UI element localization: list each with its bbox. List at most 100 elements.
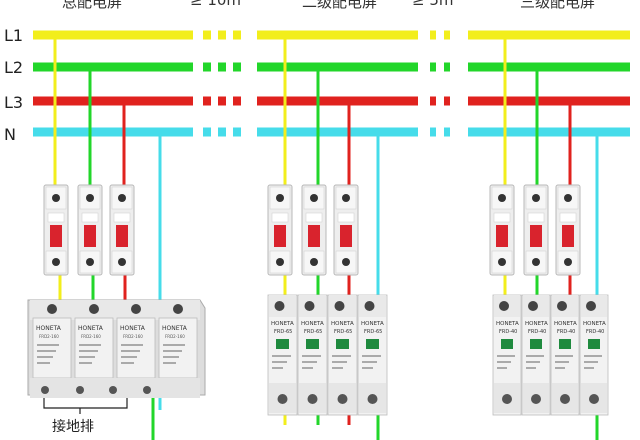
breaker-stage2-2-toggle [308, 225, 320, 247]
breaker-stage1-1-toggle [50, 225, 62, 247]
spd-stage1-module-3-model: FRD2-160 [123, 334, 143, 339]
spd-stage1-module-2-screw [89, 304, 99, 314]
spd-stage1-module-4-spec-3 [163, 362, 176, 364]
spd-stage1-module-3-screw [131, 304, 141, 314]
spd-stage1-module-1-screw [47, 304, 57, 314]
breaker-stage1-1 [43, 184, 69, 276]
bus-bar-l1-segment-4 [257, 30, 418, 40]
spd-stage3-module-2-bottom-screw [531, 394, 541, 404]
spd-stage3-module-3-top-screw [557, 301, 567, 311]
spd-stage2-module-2-brand: HONETA [301, 321, 324, 327]
bus-bar-n-segment-7 [468, 127, 630, 137]
breaker-stage3-3-label-plate [559, 212, 577, 223]
breaker-stage2-1-top-screw [276, 194, 284, 202]
bus-bar-l1-segment-2 [218, 30, 226, 40]
spd-stage3-module-1-spec-1 [497, 361, 511, 363]
spd-stage3-module-4-spec-2 [584, 367, 594, 369]
spd-stage2-module-2-spec-0 [302, 355, 321, 357]
breaker-stage2-2 [301, 184, 327, 276]
breaker-stage3-1-label-plate [493, 212, 511, 223]
spd-stage3-module-4-spec-0 [584, 355, 602, 357]
line-label-n: N [4, 125, 16, 144]
bus-bar-n-segment-4 [257, 127, 418, 137]
bus-bar-n-segment-5 [430, 127, 436, 137]
spd-stage3-module-4-status-window [588, 339, 600, 349]
breaker-stage1-3-bottom-screw [118, 258, 126, 266]
breaker-stage1-2-toggle [84, 225, 96, 247]
spd-stage3-module-2-spec-0 [526, 355, 544, 357]
spd-stage2-module-2-spec-1 [302, 361, 317, 363]
spd-stage2-module-4-spec-0 [362, 355, 381, 357]
breaker-stage3-1 [489, 184, 515, 276]
spd-stage3-module-1-status-window [501, 339, 513, 349]
breaker-stage3-2-top-screw [532, 194, 540, 202]
spd-stage1-module-2-spec-1 [79, 350, 98, 352]
bus-bar-l1-segment-6 [444, 30, 450, 40]
breaker-stage1-1-top-screw [52, 194, 60, 202]
spd-stage1-module-2-brand: HONETA [78, 325, 104, 332]
spd-stage1-module-2-spec-3 [79, 362, 92, 364]
spd-stage1-module-3-brand: HONETA [120, 325, 146, 332]
bus-bar-l1-segment-7 [468, 30, 630, 40]
breaker-stage2-3-label-plate [337, 212, 355, 223]
ground-bar-label: 接地排 [52, 419, 94, 435]
devices: HONETA FRD2-160 HONETA FRD2-160 HONETA FRD2-1… [27, 184, 609, 416]
spd-stage2-module-1-spec-0 [272, 355, 291, 357]
spd-stage1-module-2-spec-2 [79, 356, 95, 358]
spd-stage1-bottom-terminal-1 [41, 386, 49, 394]
spd-stage3-module-2-spec-1 [526, 361, 540, 363]
spd-stage3-module-1-spec-0 [497, 355, 515, 357]
breaker-stage1-2 [77, 184, 103, 276]
bus-bar-l3-segment-4 [257, 96, 418, 106]
spd-stage3-module-3-brand: HONETA [554, 321, 577, 327]
spd-stage1-module-3 [116, 317, 156, 379]
breaker-stage3-1-toggle [496, 225, 508, 247]
spd-stage3-module-1-top-screw [499, 301, 509, 311]
breaker-stage3-2-toggle [530, 225, 542, 247]
spd-stage1-module-4-spec-0 [163, 344, 185, 346]
spd-stage2-module-4-spec-1 [362, 361, 377, 363]
breaker-stage1-1-bottom-screw [52, 258, 60, 266]
bus-bar-l3-segment-7 [468, 96, 630, 106]
bus-bar-l2-segment-0 [33, 62, 193, 72]
spd-stage3-module-1-model: FRD-40 [499, 329, 517, 335]
spd-stage2-module-3-bottom-screw [337, 394, 348, 404]
spd-stage1-module-1-spec-3 [37, 362, 50, 364]
spd-stage2-module-4-model: FRD-65 [364, 329, 382, 335]
spd-stage3-module-3-status-window [559, 339, 571, 349]
breaker-stage3-2 [523, 184, 549, 276]
spd-stage1-module-4-spec-1 [163, 350, 182, 352]
spd-stage1-bottom-terminal-3 [109, 386, 117, 394]
bus-bar-l3-segment-0 [33, 96, 193, 106]
spd-stage1-module-1-model: FRD2-160 [39, 334, 59, 339]
breaker-stage3-3 [555, 184, 581, 276]
spd-stage1-module-3-spec-2 [121, 356, 137, 358]
spd-stage3-module-1-bottom-screw [502, 394, 512, 404]
bus-bar-l1-segment-0 [33, 30, 193, 40]
header-stage1: 总配电屏 [62, 0, 123, 11]
bus-bar-l2-segment-3 [233, 62, 241, 72]
spd-stage3-module-2-spec-2 [526, 367, 536, 369]
spd-stage3-module-4-bottom-screw [589, 394, 599, 404]
breaker-stage1-3 [109, 184, 135, 276]
spd-stage3-module-3-spec-1 [555, 361, 569, 363]
spd-stage2-module-2-bottom-screw [307, 394, 318, 404]
bus-bar-l2-segment-2 [218, 62, 226, 72]
spd-stage1-module-1-spec-0 [37, 344, 59, 346]
bus-bar-l3-segment-5 [430, 96, 436, 106]
breaker-stage3-2-label-plate [527, 212, 545, 223]
breaker-stage1-2-label-plate [81, 212, 99, 223]
spd-stage1-module-1-spec-2 [37, 356, 53, 358]
spd-stage3-module-4-brand: HONETA [583, 321, 606, 327]
spd-stage1: HONETAFRD2-160HONETAFRD2-160HONETAFRD2-1… [27, 299, 206, 414]
breaker-stage2-2-top-screw [310, 194, 318, 202]
spd-stage2-module-2-spec-2 [302, 367, 313, 369]
spd-stage2-module-1-spec-2 [272, 367, 283, 369]
bus-bar-l2-segment-5 [430, 62, 436, 72]
spd-stage1-bottom-terminal-2 [76, 386, 84, 394]
breaker-stage3-2-bottom-screw [532, 258, 540, 266]
spd-stage3-module-2-top-screw [528, 301, 538, 311]
breaker-stage2-2-bottom-screw [310, 258, 318, 266]
spd-stage1-module-4-model: FRD2-160 [165, 334, 185, 339]
